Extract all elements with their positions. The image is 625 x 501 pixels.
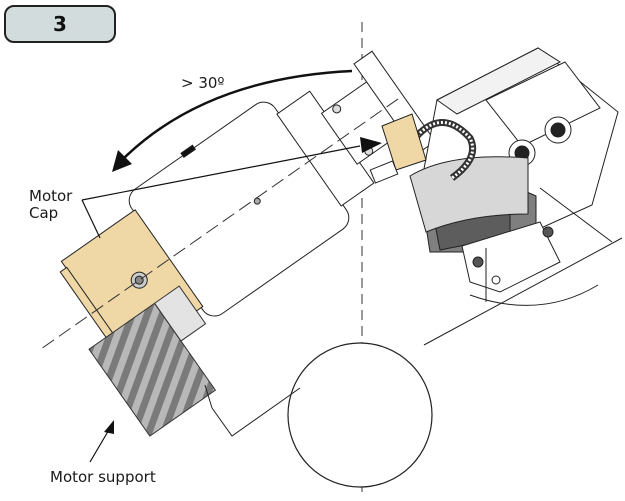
tilt-angle-label: > 30º (181, 74, 225, 92)
pipe-section (287, 342, 433, 488)
motor-support-leader-arrowhead (104, 420, 114, 434)
pump-motor-cap (381, 113, 427, 171)
motor-cap-label: Motor Cap (29, 188, 72, 222)
motor-support-pad (153, 285, 207, 342)
pump-casing-top (436, 47, 562, 115)
motor-support-leader (89, 427, 111, 463)
motor-cap-leader-arrowhead (360, 137, 382, 153)
pump-shroud (409, 156, 529, 233)
screw-icon (472, 256, 484, 268)
pump-head (369, 47, 623, 346)
screw-icon (542, 226, 554, 238)
pump-display (485, 61, 601, 147)
motor-cap-label-line2: Cap (29, 204, 59, 222)
screw-icon (491, 275, 501, 285)
motor-body-tab (180, 144, 197, 159)
motor-axis-line (42, 95, 404, 349)
screw-icon (332, 104, 342, 114)
lower-bracket (211, 387, 301, 437)
pump-pipe-line (423, 237, 623, 346)
tilt-arrow (121, 69, 353, 161)
motor-support-label: Motor support (50, 468, 156, 486)
step-number-badge: 3 (4, 5, 116, 43)
motor-cap-label-line1: Motor (29, 187, 73, 205)
knob-icon[interactable] (550, 122, 566, 138)
motor-support (88, 285, 217, 437)
motor-cap-leader (81, 145, 361, 201)
tilt-arrow-head (112, 150, 132, 172)
pump-fitting (369, 160, 399, 184)
pump-pipe-curve (469, 284, 599, 306)
pipe-stub (204, 384, 213, 409)
motor-cap-leader-2 (81, 199, 101, 239)
